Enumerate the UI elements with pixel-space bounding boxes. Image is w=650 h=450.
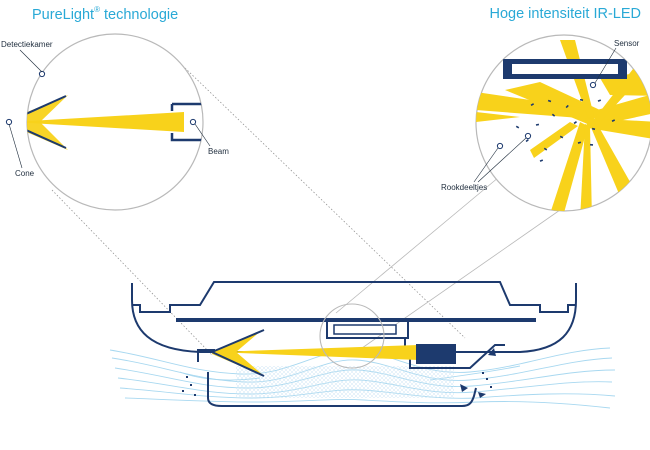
beam-housing [170,102,203,142]
insect-mesh [236,366,454,398]
purelight-title-main: PureLight [32,6,95,23]
detectiekamer-label: Detectiekamer [1,40,53,49]
vent-particles [182,348,496,398]
ir-led-title: Hoge intensiteit IR-LED [489,6,641,22]
top-cover [132,281,576,313]
section-cone-upper [211,329,265,353]
outer-housing [131,283,577,353]
purelight-title-rest: technologie [99,6,179,23]
detectiekamer-leader [19,49,43,73]
projection-line-upper [184,67,466,339]
cone-upper-wall [27,95,67,123]
detection-chamber-zoom [5,33,211,211]
cone-glow [27,95,68,150]
projection-line-lower [51,189,213,356]
ir-led-block [416,344,456,364]
sensor-window [512,64,618,74]
chamber-base [207,372,477,407]
registered-mark: ® [94,5,100,14]
magnifier-circle [319,303,385,369]
sensor-marker [589,81,597,89]
rookdeeltjes-leader-1 [473,147,499,183]
rookdeeltjes-leader-2 [477,137,527,183]
detector-cross-section [109,281,616,409]
beam-marker [189,118,197,126]
projection-line-right-top [335,171,506,314]
section-cone-lower [211,351,265,377]
light-beam [27,112,184,132]
cone-lower-wall [27,121,67,149]
ir-led-zoom [473,34,650,212]
rookdeeltjes-label: Rookdeeltjes [441,183,488,192]
cone-marker [5,118,13,126]
sensor-leader [594,47,617,84]
section-cone-glow [212,330,264,376]
beam-label: Beam [208,147,229,156]
cone-leader [8,123,23,169]
section-beam [214,345,418,360]
sensor-label: Sensor [614,39,640,48]
circuit-board [176,318,536,322]
purelight-title: PureLight® technologie [32,5,179,23]
sensor-block [326,322,409,339]
particle-marker-1 [496,142,504,150]
sensor-slot [333,324,397,335]
particle-marker-2 [524,132,532,140]
smoke-particles [515,98,616,162]
detectiekamer-marker [38,70,46,78]
cone-label: Cone [15,169,35,178]
beam-leader [194,123,211,147]
